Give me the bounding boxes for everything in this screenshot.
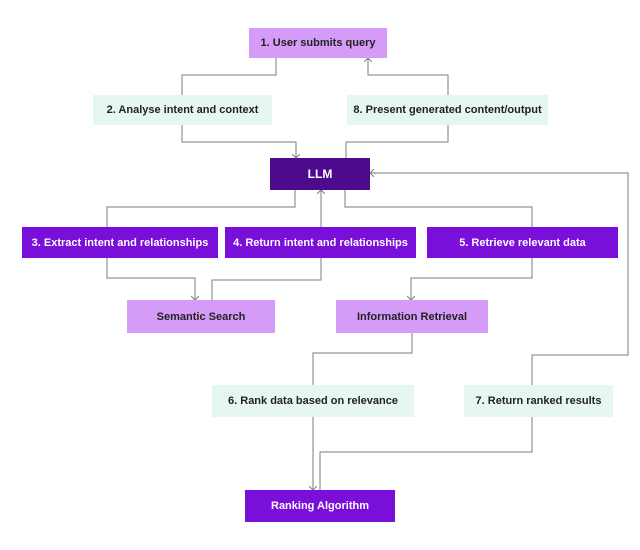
connector-present-to-query bbox=[368, 58, 449, 95]
user-query-node: 1. User submits query bbox=[249, 28, 387, 58]
connector-llm-to-retrieve bbox=[344, 190, 533, 227]
info-retrieval-label: Information Retrieval bbox=[356, 310, 468, 323]
extract-node: 3. Extract intent and relationships bbox=[22, 227, 218, 258]
connector-llm-to-extract bbox=[106, 190, 296, 227]
retrieve-node: 5. Retrieve relevant data bbox=[427, 227, 618, 258]
connector-return-ranked-to-llm bbox=[370, 173, 629, 385]
retrieve-label: 5. Retrieve relevant data bbox=[459, 236, 586, 249]
connector-llm-to-present bbox=[345, 125, 449, 158]
semantic-search-node: Semantic Search bbox=[127, 300, 275, 333]
analyse-node: 2. Analyse intent and context bbox=[93, 95, 272, 125]
llm-label: LLM bbox=[307, 167, 333, 181]
rank-data-label: 6. Rank data based on relevance bbox=[228, 395, 398, 407]
user-query-label: 1. User submits query bbox=[260, 37, 376, 49]
analyse-label: 2. Analyse intent and context bbox=[106, 104, 259, 116]
semantic-search-label: Semantic Search bbox=[156, 310, 246, 323]
ranking-algorithm-label: Ranking Algorithm bbox=[271, 500, 369, 512]
present-node: 8. Present generated content/output bbox=[347, 95, 548, 125]
extract-label: 3. Extract intent and relationships bbox=[31, 236, 209, 249]
ranking-algorithm-node: Ranking Algorithm bbox=[245, 490, 395, 522]
llm-node: LLM bbox=[270, 158, 370, 190]
connector-semantic-to-return-intent bbox=[211, 258, 322, 300]
return-intent-label: 4. Return intent and relationships bbox=[233, 236, 408, 249]
rank-data-node: 6. Rank data based on relevance bbox=[212, 385, 414, 417]
return-ranked-label: 7. Return ranked results bbox=[475, 395, 602, 407]
connector-retrieve-to-info bbox=[411, 258, 533, 300]
connector-info-to-rank-data bbox=[312, 333, 413, 385]
return-ranked-node: 7. Return ranked results bbox=[464, 385, 613, 417]
return-intent-node: 4. Return intent and relationships bbox=[225, 227, 416, 258]
info-retrieval-node: Information Retrieval bbox=[336, 300, 488, 333]
connector-analyse-to-llm bbox=[181, 125, 296, 158]
connector-algo-to-return-ranked bbox=[319, 417, 533, 490]
connector-query-to-analyse bbox=[181, 58, 277, 95]
present-label: 8. Present generated content/output bbox=[353, 104, 542, 116]
connector-extract-to-semantic bbox=[106, 258, 195, 300]
